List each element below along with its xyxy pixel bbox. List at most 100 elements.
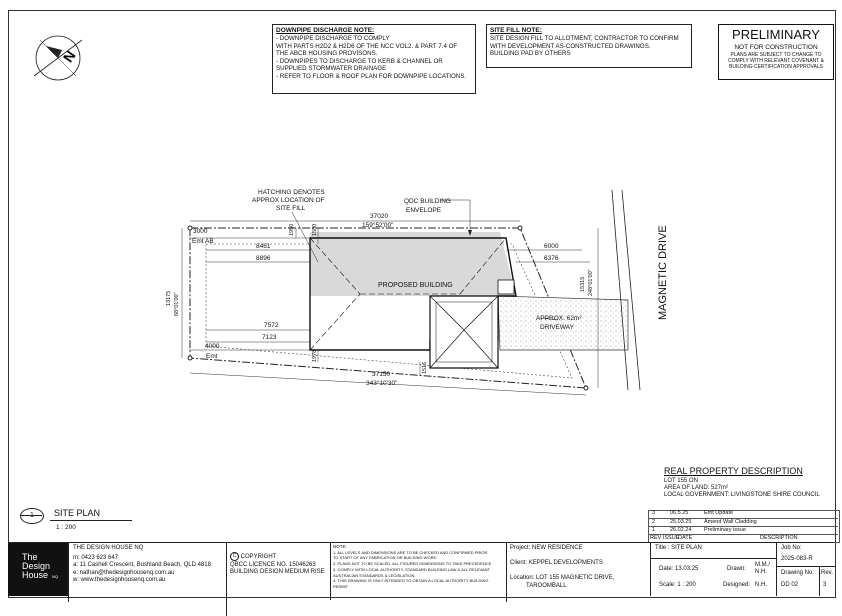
- date-row: Date: 13.03.25: [659, 566, 699, 572]
- dim-bottom-length: 37150: [372, 371, 390, 378]
- dim-1500: 1500: [312, 224, 318, 236]
- company-logo: The Design House NQ: [8, 543, 68, 596]
- dim-bottom-bearing: 343°10'30": [366, 379, 398, 387]
- land-area: AREA OF LAND: 527m²: [664, 485, 729, 491]
- preliminary-stamp: PRELIMINARY NOT FOR CONSTRUCTION PLANS A…: [718, 24, 834, 80]
- qdc-note: ENVELOPE: [406, 207, 442, 214]
- site-plan-number: 1: [20, 508, 44, 524]
- dim-8461: 8461: [256, 243, 271, 250]
- dim-3000: 3000: [193, 228, 208, 235]
- note-line: AUSTRALIAN STANDARDS & LEGISLATION.: [333, 572, 416, 578]
- dim-6000: 6000: [544, 243, 559, 250]
- lot-boundary: [189, 227, 587, 389]
- street-name: MAGNETIC DRIVE: [657, 225, 669, 320]
- note-line: 2. PLANS NOT TO BE SCALED, ALL FIGURED D…: [333, 561, 492, 567]
- site-fill-hatch: [310, 232, 516, 296]
- preliminary-line: PLANS ARE SUBJECT TO CHANGE TO: [730, 52, 822, 58]
- drawing-number-label: Drawing No:: [781, 570, 815, 576]
- garage: [429, 295, 499, 369]
- site-plan-title: SITE PLAN: [54, 508, 101, 518]
- company-mobile: m: 0423 623 647: [73, 554, 119, 561]
- dim-6376: 6376: [544, 255, 559, 262]
- note-line: PERMIT: [333, 584, 349, 590]
- revision-header: REV ISSUE DATE DESCRIPTION: [648, 534, 838, 543]
- general-notes: NOTE: 1. ALL LEVELS AND DIMENSIONS ARE T…: [330, 542, 507, 600]
- qdc-note: QDC BUILDING: [404, 198, 451, 205]
- site-plan-label: 1 SITE PLAN 1 : 200: [20, 508, 140, 538]
- project-info: Project: NEW RESIDENCE Client: KEPPEL DE…: [506, 542, 653, 602]
- north-arrow-icon: N: [33, 35, 83, 81]
- company-info: THE DESIGN HOUSE NQ m: 0423 623 647 a: 1…: [68, 542, 227, 602]
- job-label: Job No:: [781, 545, 802, 551]
- qbcc-licence: QBCC LICENCE NO. 15046263: [230, 561, 316, 568]
- real-property-title: REAL PROPERTY DESCRIPTION: [664, 466, 803, 476]
- drawn-value: M.M./ N.H.: [755, 562, 770, 575]
- dim-left-bearing: 68°01'00": [174, 292, 180, 316]
- copyright-icon: C: [230, 552, 239, 561]
- project-row: Project: NEW RESIDENCE: [510, 545, 583, 551]
- dim-1950: 1950: [289, 224, 295, 236]
- company-address: a: 11 Cashell Crescent, Bushland Beach, …: [73, 562, 211, 568]
- dim-top-bearing: 159°52'00": [362, 221, 394, 229]
- designed-label: Designed:: [723, 582, 751, 588]
- site-plan-divider: [20, 515, 42, 516]
- hatch-note: SITE FILL: [276, 205, 306, 212]
- site-fill-note-line: SITE DESIGN FILL TO ALLOTMENT, CONTRACTO…: [490, 35, 679, 42]
- dim-top-length: 37020: [370, 213, 388, 220]
- preliminary-line: COMPLY WITH RELEVANT COVENANT &: [728, 58, 824, 64]
- downpipe-note-line: - DOWNPIPE DISCHARGE TO COMPLY: [276, 35, 390, 42]
- dim-7572: 7572: [264, 322, 279, 329]
- drawn-label: Drawn:: [727, 566, 747, 572]
- sheet-border: [8, 10, 836, 598]
- dim-7123: 7123: [262, 334, 277, 341]
- emt-ab-label: Emt AB: [192, 238, 214, 245]
- local-government: LOCAL GOVERNMENT: LIVINGSTONE SHIRE COUN…: [664, 492, 820, 498]
- revision-row: 3 06.5.25 Emt Update: [652, 510, 734, 516]
- revision-row: 1 26.02.24 Preliminary issue: [648, 526, 838, 535]
- hatch-note: APPROX LOCATION OF: [252, 197, 325, 204]
- designed-value: N.H.: [755, 582, 767, 588]
- preliminary-line: NOT FOR CONSTRUCTION: [734, 44, 818, 51]
- hatch-note: HATCHING DENOTES: [258, 189, 325, 196]
- downpipe-note-line: WITH PARTS H2D2 & H2D6 OF THE NCC VOL2. …: [276, 42, 458, 50]
- site-fill-note-line: WITH DEVELOPMENT AS-CONSTRUCTED DRAWINGS…: [490, 42, 651, 50]
- emt-label: Emt: [206, 353, 218, 360]
- dim-right-length: 15315: [580, 277, 586, 292]
- note-line: 1. ALL LEVELS AND DIMENSIONS ARE TO BE C…: [333, 549, 488, 555]
- dim-4000: 4000: [205, 343, 220, 350]
- downpipe-note-line: SUPPLIED STORMWATER DRAINAGE: [276, 65, 387, 73]
- note-line: 4. THIS DRAWING IS ONLY INTENDED TO OBTA…: [333, 578, 489, 584]
- note-line: 3. COMPLY WITH LOCAL AUTHORITY, STANDARD…: [333, 566, 490, 572]
- dim-right-bearing: 248°01'00": [588, 269, 594, 296]
- site-fill-note-line: BUILDING PAD BY OTHERS: [490, 50, 571, 58]
- note-line: TO START OF ANY FABRICATION OR BUILDING …: [333, 555, 438, 561]
- building-label: PROPOSED BUILDING: [378, 282, 453, 289]
- company-email: e: nathan@thedesignhousenq.com.au: [73, 569, 175, 576]
- downpipe-note-line: - DOWNPIPES TO DISCHARGE TO KERB & CHANN…: [276, 57, 443, 65]
- site-fill-note-title: SITE FILL NOTE:: [490, 27, 542, 34]
- downpipe-discharge-note: DOWNPIPE DISCHARGE NOTE: - DOWNPIPE DISC…: [272, 24, 476, 94]
- real-property-description: REAL PROPERTY DESCRIPTION LOT 155 ON ARE…: [664, 466, 834, 499]
- preliminary-title: PRELIMINARY: [732, 27, 820, 42]
- dim-left-length: 13175: [166, 291, 172, 306]
- notes-title: NOTE:: [333, 544, 347, 549]
- driveway-area: APPROX. 62m²: [536, 315, 582, 322]
- downpipe-note-line: - REFER TO FLOOR & ROOF PLAN FOR DOWNPIP…: [276, 72, 467, 80]
- client-row: Client: KEPPEL DEVELOPMENTS: [510, 559, 603, 566]
- downpipe-note-line: THE ABCB HOUSING PROVISONS.: [276, 50, 378, 58]
- company-website: w: www.thedesignhousenq.com.au: [73, 577, 166, 583]
- driveway: [497, 295, 629, 351]
- licence-class: BUILDING DESIGN MEDIUM RISE: [230, 569, 325, 576]
- driveway-label: DRIVEWAY: [540, 324, 575, 331]
- site-plan-underline: [50, 520, 132, 521]
- location-row-2: TAROOMBALL: [526, 582, 567, 589]
- scale-row: Scale: 1 : 200: [659, 582, 696, 588]
- dim-1978: 1978: [312, 350, 318, 362]
- preliminary-line: BUILDING CERTIFICATION APPROVALS: [729, 64, 823, 70]
- dim-8896: 8896: [256, 255, 271, 262]
- rev-label: Rev.: [821, 570, 833, 576]
- revision-row: 2 25.03.25 Amend Wall Cladding: [648, 518, 838, 527]
- copyright-block: C COPYRIGHT QBCC LICENCE NO. 15046263 BU…: [226, 542, 333, 616]
- site-plan-drawing: 37020 159°52'00" 37150 343°10'30" 3000 E…: [166, 189, 669, 396]
- job-info: Job No: 2025-083-R Drawing No: DD 02 Rev…: [776, 542, 835, 596]
